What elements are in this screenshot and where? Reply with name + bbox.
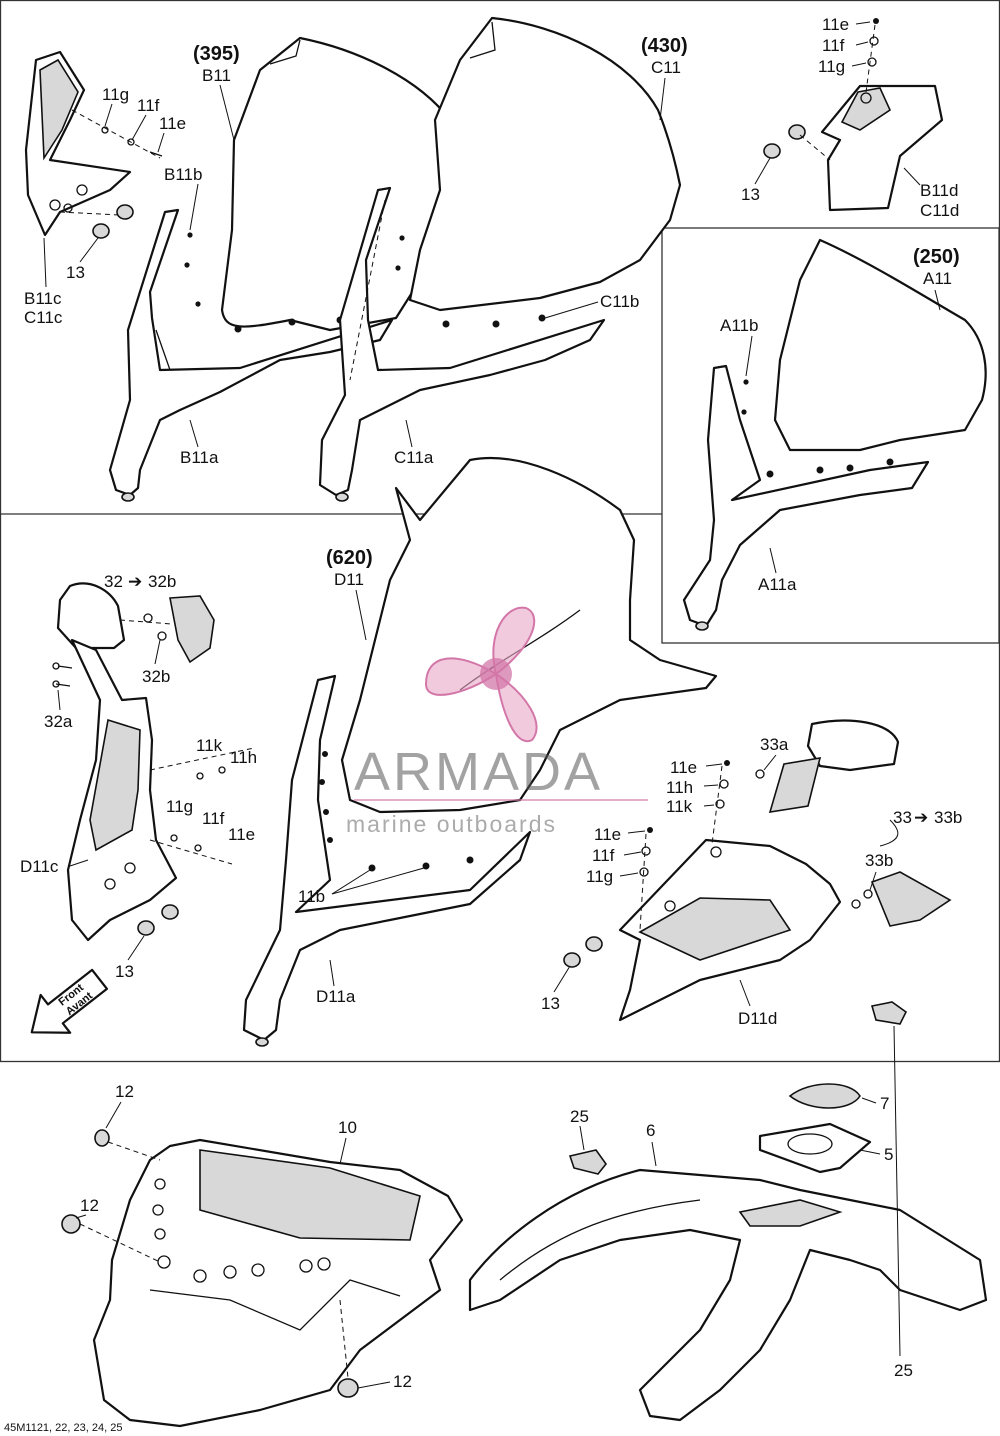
label-c11: C11 <box>651 58 681 77</box>
label-d11d: D11d <box>738 1009 777 1028</box>
label-a11a: A11a <box>758 575 797 594</box>
label-32b-target: 32b <box>148 572 176 591</box>
label-5: 5 <box>884 1145 893 1164</box>
label-d11a: D11a <box>316 987 356 1006</box>
labels-bottom-left: 12 12 12 10 <box>75 1082 412 1391</box>
bracket-d11c <box>66 638 255 942</box>
label-a11b: A11b <box>720 316 758 335</box>
label-qty-250: (250) <box>913 246 960 268</box>
label-33b: 33b <box>865 851 893 870</box>
label-11g-top-right: 11g <box>818 57 845 76</box>
label-11g: 11g <box>102 85 129 104</box>
label-qty-430: (430) <box>641 35 688 57</box>
a11-box <box>661 227 1000 644</box>
label-32: 32 <box>104 572 123 591</box>
label-11f-mid-left: 11f <box>202 809 225 828</box>
watermark: ARMADA marine outboards <box>346 606 648 837</box>
label-11e: 11e <box>159 114 186 133</box>
labels-top-right: 11e 11f 11g 13 B11d C11d <box>741 15 959 220</box>
label-arrow-33: ➔ <box>914 808 928 827</box>
bracket-b11c <box>24 50 163 239</box>
bracket-b11d <box>763 18 944 212</box>
mirror-33 <box>755 719 952 927</box>
label-11k-mid-left: 11k <box>196 736 223 755</box>
label-c11a: C11a <box>394 448 434 467</box>
label-b11c: B11c <box>24 289 62 308</box>
label-11f-top-right: 11f <box>822 36 845 55</box>
label-32b: 32b <box>142 667 170 686</box>
label-11f-mid-right: 11f <box>592 846 615 865</box>
label-7: 7 <box>880 1094 889 1113</box>
label-12-a: 12 <box>115 1082 134 1101</box>
label-b11a: B11a <box>180 448 219 467</box>
watermark-tagline: marine outboards <box>346 811 557 837</box>
label-11e-top-right: 11e <box>822 15 849 34</box>
figure-reference: 45M1121, 22, 23, 24, 25 <box>4 1422 122 1434</box>
label-d11c: D11c <box>20 857 59 876</box>
labels-bottom-right: 25 6 7 5 25 <box>570 1025 913 1380</box>
label-13-mid-right: 13 <box>541 994 560 1013</box>
windshield-c11 <box>318 16 682 502</box>
label-a11: A11 <box>923 269 952 288</box>
label-b11b: B11b <box>164 165 202 184</box>
label-11g-mid-right: 11g <box>586 867 613 886</box>
label-12-b: 12 <box>80 1196 99 1215</box>
label-6: 6 <box>646 1121 655 1140</box>
label-c11d: C11d <box>920 201 959 220</box>
label-25-b: 25 <box>894 1361 913 1380</box>
label-11h-mid-left: 11h <box>230 748 257 767</box>
front-panel-10 <box>61 1129 464 1428</box>
labels-a11: (250) A11 A11b A11a <box>720 246 960 594</box>
front-direction-arrow: Front Avant <box>30 968 109 1034</box>
label-c11c: C11c <box>24 308 63 327</box>
label-d11: D11 <box>334 570 364 589</box>
label-11e-mid-left: 11e <box>228 825 255 844</box>
labels-mid-right: 11e 11h 11k 11e 11f 11g 33a 33 ➔ 33b 33b… <box>541 735 962 1028</box>
label-10: 10 <box>338 1118 357 1137</box>
label-11h-mid-right: 11h <box>666 778 693 797</box>
windshield-a11 <box>682 238 987 631</box>
label-11f: 11f <box>137 96 160 115</box>
label-25-a: 25 <box>570 1107 589 1126</box>
label-11k-mid-right: 11k <box>666 797 693 816</box>
label-arrow-32: ➔ <box>128 572 142 591</box>
label-11b-mid: 11b <box>298 887 325 906</box>
label-11g-mid-left: 11g <box>166 797 193 816</box>
label-33b-target: 33b <box>934 808 962 827</box>
label-b11: B11 <box>202 66 231 85</box>
label-13-top-right: 13 <box>741 185 760 204</box>
label-13-top-left: 13 <box>66 263 85 282</box>
label-33a: 33a <box>760 735 789 754</box>
label-qty-395: (395) <box>193 43 240 65</box>
label-13-mid-left: 13 <box>115 962 134 981</box>
labels-mid-left: 32 ➔ 32b 32b 32a 11k 11h 11g 11f 11e D11… <box>20 572 257 981</box>
windshield-b11 <box>108 36 475 502</box>
label-qty-620: (620) <box>326 547 373 569</box>
watermark-brand: ARMADA <box>354 742 603 802</box>
label-32a: 32a <box>44 712 73 731</box>
labels-top-center: (395) B11 (430) C11 B11b B11a C11a C11b <box>164 35 688 467</box>
label-c11b: C11b <box>600 292 639 311</box>
mirror-32 <box>52 582 215 688</box>
bracket-d11d <box>563 760 842 1022</box>
labels-mid-center: (620) D11 11b D11a <box>298 547 425 1006</box>
label-11e-mid-right: 11e <box>670 758 697 777</box>
label-b11d: B11d <box>920 181 958 200</box>
label-12-c: 12 <box>393 1372 412 1391</box>
labels-top-left: 11g 11f 11e 13 B11c C11c <box>24 85 186 327</box>
label-11e-mid-right-2: 11e <box>594 825 621 844</box>
label-33: 33 <box>893 808 912 827</box>
console-6 <box>468 1001 988 1422</box>
propeller-logo <box>424 606 538 743</box>
